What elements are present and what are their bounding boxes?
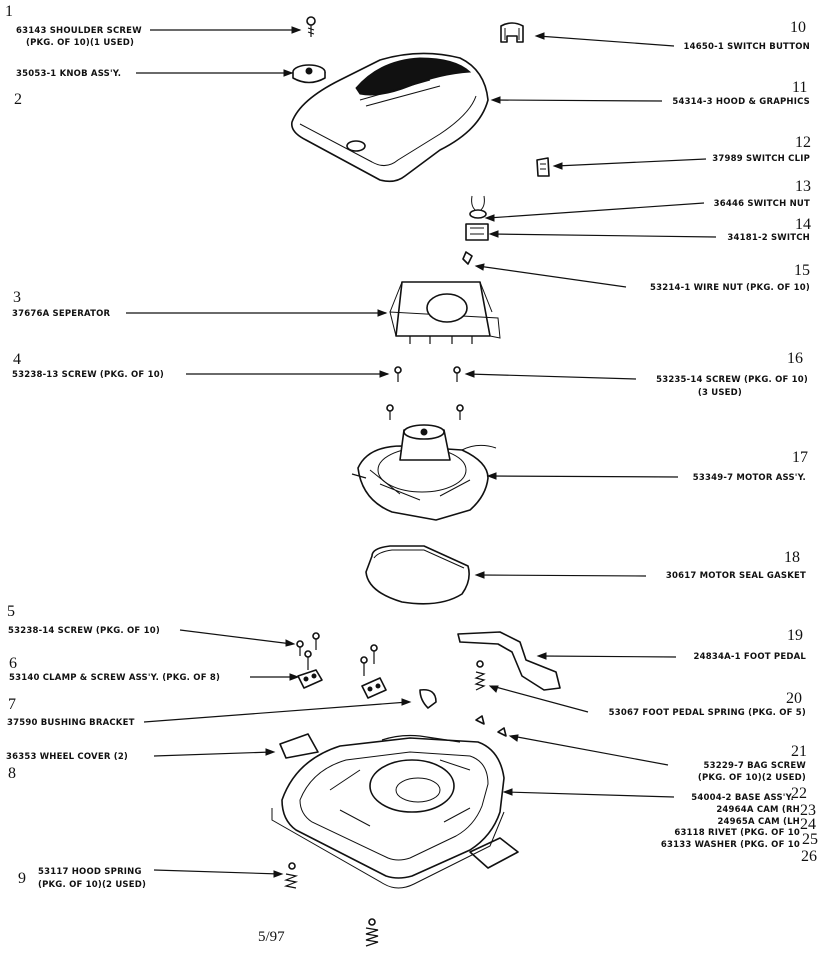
spring-part-bottom: [365, 918, 379, 947]
part-label: 54314-3 HOOD & GRAPHICS: [672, 97, 810, 107]
part-label: 63118 RIVET (PKG. OF 10: [674, 828, 800, 838]
motor-screws: [386, 404, 464, 420]
part-label: 53140 CLAMP & SCREW ASS'Y. (PKG. OF 8): [9, 673, 220, 683]
item-numbers: 1 2 3 4 5 6 7 8 9 10 11 12 13 14 15 16 1…: [5, 3, 818, 887]
bushing-bracket-part: [419, 688, 437, 709]
switch-clip-part: [536, 157, 550, 177]
part-label-detail: (3 USED): [698, 388, 742, 398]
item-number: 17: [792, 449, 808, 466]
item-number: 26: [801, 848, 817, 865]
part-label: 53238-13 SCREW (PKG. OF 10): [12, 370, 164, 380]
part-label: 37676A SEPERATOR: [12, 309, 111, 319]
screw-part-5: [296, 632, 320, 656]
leader-lines: [126, 26, 717, 878]
part-label: 34181-2 SWITCH: [727, 233, 810, 243]
knob-part: [292, 64, 326, 84]
item-number: 5: [7, 603, 15, 620]
part-label-detail: (PKG. OF 10)(2 USED): [38, 880, 146, 890]
date-code: 5/97: [258, 929, 285, 945]
shoulder-screw-part: [306, 16, 316, 37]
part-label: 53117 HOOD SPRING: [38, 867, 142, 877]
bag-screw-part: [475, 715, 507, 737]
hood-spring-part: [283, 862, 299, 889]
part-label: 36353 WHEEL COVER (2): [6, 752, 128, 762]
item-number: 24: [800, 816, 816, 833]
item-number: 18: [784, 549, 800, 566]
switch-button-part: [500, 22, 524, 43]
item-number: 11: [792, 79, 807, 96]
item-number: 14: [795, 216, 811, 233]
part-label: 35053-1 KNOB ASS'Y.: [16, 69, 121, 79]
item-number: 8: [8, 765, 16, 782]
part-label: 63143 SHOULDER SCREW: [16, 26, 142, 36]
part-label: 53229-7 BAG SCREW: [704, 761, 807, 771]
part-label: 53067 FOOT PEDAL SPRING (PKG. OF 5): [609, 708, 806, 718]
part-label: 53238-14 SCREW (PKG. OF 10): [8, 626, 160, 636]
screw-part-4: [394, 366, 402, 382]
screw-part-16: [453, 366, 461, 382]
part-label: 24834A-1 FOOT PEDAL: [694, 652, 807, 662]
part-label-detail: (PKG. OF 10)(1 USED): [26, 38, 134, 48]
base-part: [271, 734, 505, 889]
part-label: 53235-14 SCREW (PKG. OF 10): [656, 375, 808, 385]
item-number: 1: [5, 3, 13, 20]
clamp-part: [297, 644, 387, 699]
item-number: 9: [18, 870, 26, 887]
separator-part: [389, 281, 501, 344]
part-labels: 63143 SHOULDER SCREW (PKG. OF 10)(1 USED…: [6, 26, 810, 890]
part-label: 24964A CAM (RH: [716, 805, 800, 815]
part-label: 14650-1 SWITCH BUTTON: [684, 42, 810, 52]
part-label: 63133 WASHER (PKG. OF 10: [661, 840, 800, 850]
item-number: 3: [13, 289, 21, 306]
pedal-spring-part: [474, 660, 486, 691]
part-label: 53214-1 WIRE NUT (PKG. OF 10): [650, 283, 810, 293]
item-number: 21: [791, 743, 807, 760]
item-number: 23: [800, 802, 816, 819]
part-label: 36446 SWITCH NUT: [714, 199, 810, 209]
part-label: 53349-7 MOTOR ASS'Y.: [693, 473, 806, 483]
item-number: 10: [790, 19, 806, 36]
part-label: 54004-2 BASE ASS'Y.: [691, 793, 794, 803]
motor-part: [351, 424, 497, 521]
item-number: 19: [787, 627, 803, 644]
part-label: 30617 MOTOR SEAL GASKET: [666, 571, 806, 581]
item-number: 13: [795, 178, 811, 195]
item-number: 4: [13, 351, 21, 368]
hood-part: [290, 52, 489, 183]
part-label: 37989 SWITCH CLIP: [712, 154, 810, 164]
item-number: 20: [786, 690, 802, 707]
wheel-cover-part: [279, 733, 519, 869]
switch-part: [465, 195, 489, 241]
item-number: 12: [795, 134, 811, 151]
item-number: 16: [787, 350, 803, 367]
part-label-detail: (PKG. OF 10)(2 USED): [698, 773, 806, 783]
part-label: 37590 BUSHING BRACKET: [7, 718, 135, 728]
item-number: 25: [802, 831, 818, 848]
gasket-part: [365, 545, 470, 605]
item-number: 22: [791, 785, 807, 802]
item-number: 7: [8, 696, 16, 713]
foot-pedal-part: [457, 631, 561, 691]
item-number: 15: [794, 262, 810, 279]
item-number: 6: [9, 655, 17, 672]
item-number: 2: [14, 91, 22, 108]
wire-nut-part: [462, 251, 473, 265]
part-label: 24965A CAM (LH: [717, 817, 800, 827]
